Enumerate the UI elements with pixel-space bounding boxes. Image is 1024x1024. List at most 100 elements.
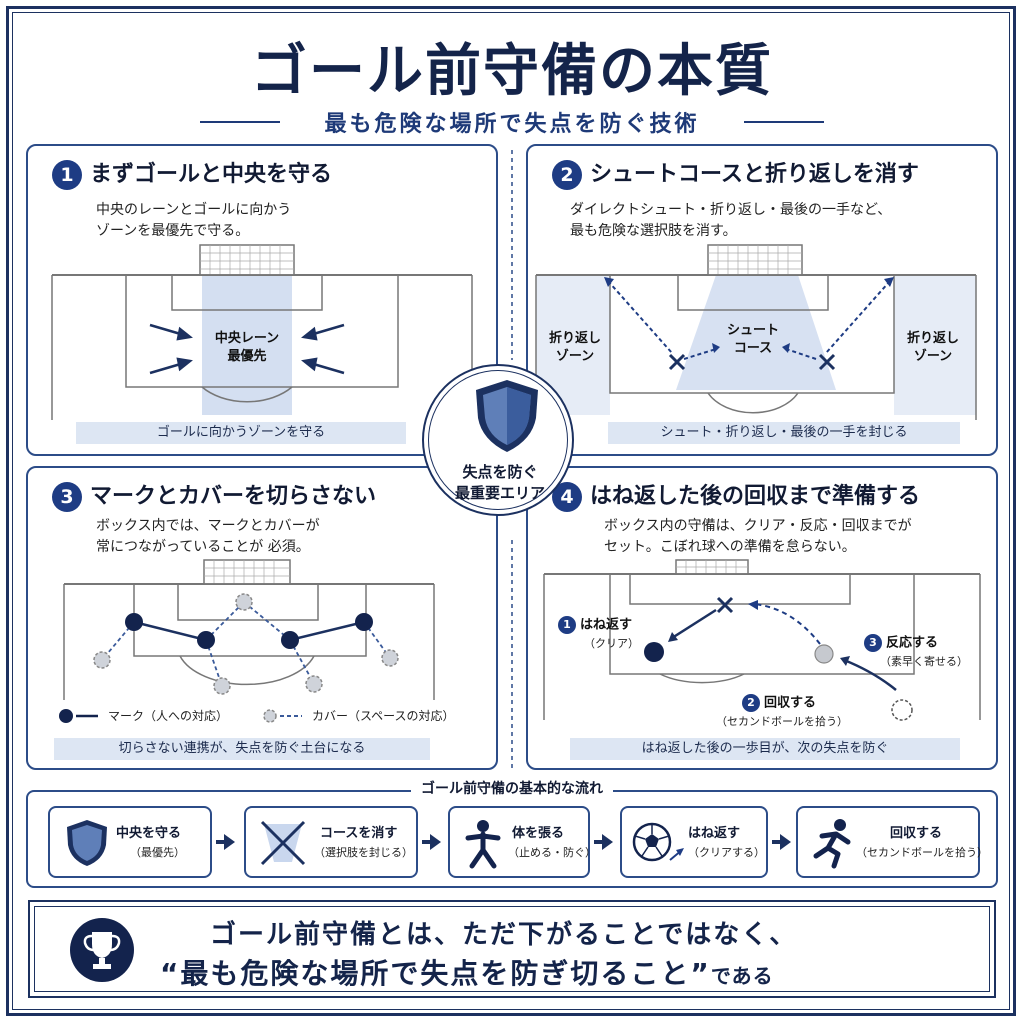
cover-dot: [235, 593, 253, 611]
subtitle-rule-left: [200, 121, 280, 123]
cover-dot: [305, 675, 323, 693]
flow-step-5-label: 回収する: [890, 826, 943, 841]
panel-3-number: 3: [52, 482, 82, 512]
panel-4-caption: はね返した後の一歩目が、次の失点を防ぐ: [570, 738, 960, 760]
ball-cleared: [644, 642, 664, 662]
goal-area: [171, 274, 323, 311]
panel-3-desc-line1: ボックス内では、マークとカバーが: [96, 518, 320, 534]
conclusion-line-2-tail: である: [710, 964, 774, 988]
conclusion-box: [28, 900, 996, 998]
center-badge-label-2: 最重要エリア: [454, 484, 545, 502]
flow-step-4-sub: （クリアする）: [688, 846, 765, 859]
panel-3-title: 3 マークとカバーを切らさない: [52, 478, 376, 512]
flow-arrow-3: [602, 834, 613, 850]
goal-area: [677, 274, 829, 311]
central-lane-zone: [202, 275, 292, 415]
panel-1-desc-line2: ゾーンを最優先で守る。: [96, 223, 250, 239]
panel-1-desc-line1: 中央のレーンとゴールに向かう: [96, 202, 292, 218]
shield-icon: [67, 820, 107, 866]
legend-cover: カバー（スペースの対応）: [312, 709, 455, 723]
outer-frame: [6, 6, 1016, 1016]
goal-area: [629, 573, 851, 605]
soccer-ball-icon: [632, 822, 684, 862]
panel-4-pitch: [543, 559, 981, 721]
center-badge-label-1: 失点を防ぐ: [462, 463, 538, 481]
flow-arrow-1: [224, 834, 235, 850]
shoot-course-label-2: コース: [733, 341, 773, 356]
left-cutback-label: 折り返しゾーン: [540, 330, 610, 366]
panel-4-desc-line2: セット。こぼれ球への準備を怠らない。: [604, 539, 856, 555]
center-badge-label: 失点を防ぐ最重要エリア: [430, 462, 570, 504]
step-2-sub: （セカンドボールを拾う）: [716, 715, 848, 728]
panel-3-desc-line2: 常につながっていることが 必須。: [96, 539, 310, 555]
conclusion-line-1: ゴール前守備とは、ただ下がることではなく、: [210, 920, 798, 950]
panel-2-desc-line1: ダイレクトシュート・折り返し・最後の一手など、: [570, 202, 892, 218]
flow-step-1-sub: （最優先）: [130, 846, 185, 859]
panel-2-caption: シュート・折り返し・最後の一手を封じる: [608, 422, 960, 444]
step-3-sub: （素早く寄せる）: [880, 655, 968, 668]
flow-arrow-line: [772, 840, 780, 844]
panel-1-number: 1: [52, 160, 82, 190]
flow-arrow-line: [422, 840, 430, 844]
panel-1-desc: 中央のレーンとゴールに向かうゾーンを最優先で守る。: [96, 200, 291, 242]
flow-step-4: はね返す （クリアする）: [620, 806, 768, 878]
center-badge-inner: [428, 370, 568, 510]
panel-4-desc: ボックス内の守備は、クリア・反応・回収までがセット。こぼれ球への準備を怠らない。: [604, 516, 912, 558]
central-lane-label-2: 最優先: [227, 349, 267, 364]
blocking-player-icon: [465, 820, 501, 869]
flow-step-1: 中央を守る （最優先）: [48, 806, 212, 878]
flow-step-3-sub: （止める・防ぐ）: [508, 846, 596, 859]
panel-3-title-text: マークとカバーを切らさない: [90, 484, 377, 509]
right-cutback-label: 折り返しゾーン: [898, 330, 968, 366]
conclusion-line-2: “最も危険な場所で失点を防ぎ切ること”である: [160, 952, 774, 992]
shield-icon: [476, 380, 538, 452]
central-lane-label: 中央レーン最優先: [202, 330, 292, 366]
second-ball-player: [814, 644, 834, 664]
right-cutback-label-1: 折り返し: [906, 331, 959, 346]
legend-mark: マーク（人への対応）: [108, 709, 229, 723]
right-cutback-label-2: ゾーン: [913, 349, 953, 364]
panel-3-desc: ボックス内では、マークとカバーが常につながっていることが 必須。: [96, 516, 320, 558]
step-2-number: 2: [742, 694, 760, 712]
page-title: ゴール前守備の本質: [251, 38, 773, 104]
panel-4: [526, 466, 998, 770]
panel-2-desc: ダイレクトシュート・折り返し・最後の一手など、最も危険な選択肢を消す。: [570, 200, 891, 242]
shoot-course-label: シュートコース: [716, 322, 790, 358]
flow-step-3-label: 体を張る: [512, 826, 565, 841]
panel-2-desc-line2: 最も危険な選択肢を消す。: [570, 223, 737, 239]
step-3-number: 3: [864, 634, 882, 652]
flow-arrow-line: [216, 840, 224, 844]
panel-1-caption: ゴールに向かうゾーンを守る: [76, 422, 406, 444]
marker-dot: [197, 631, 215, 649]
trophy-icon: [83, 932, 121, 969]
left-cutback-label-2: ゾーン: [555, 349, 595, 364]
flow-step-3: 体を張る （止める・防ぐ）: [448, 806, 596, 878]
step-2-text: 回収する: [764, 695, 817, 711]
cover-dot: [213, 677, 231, 695]
running-player-icon: [813, 819, 851, 869]
flow-step-4-label: はね返す: [688, 826, 741, 841]
panel-2-number: 2: [552, 160, 582, 190]
flow-title: ゴール前守備の基本的な流れ: [0, 778, 1024, 798]
step-1-number: 1: [558, 616, 576, 634]
cross-cone-icon: [260, 820, 306, 866]
flow-step-2: コースを消す （選択肢を封じる）: [244, 806, 418, 878]
right-cutback-zone: [894, 275, 976, 415]
marker-dot: [355, 613, 373, 631]
flow-step-2-label: コースを消す: [320, 826, 398, 841]
marker-dot: [125, 613, 143, 631]
panel-3-caption: 切らさない連携が、失点を防ぐ土台になる: [54, 738, 430, 760]
reacting-player: [891, 699, 913, 721]
panel-3-pitch: [63, 559, 435, 700]
marker-dot: [281, 631, 299, 649]
step-1-text: はね返す: [580, 617, 633, 633]
central-lane-label-1: 中央レーン: [214, 331, 280, 346]
step-3-text: 反応する: [886, 635, 939, 651]
conclusion-box-inner: [34, 906, 990, 992]
flow-title-text: ゴール前守備の基本的な流れ: [411, 781, 613, 797]
flow-step-2-sub: （選択肢を封じる）: [314, 846, 413, 859]
